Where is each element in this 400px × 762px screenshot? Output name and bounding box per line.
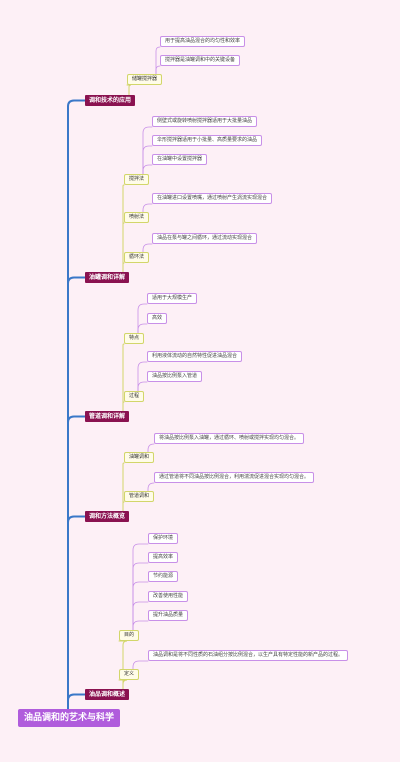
branch-connector-4-1 [118,679,128,690]
leaf-save-energy: 节约能源 [148,571,179,582]
leaf-connector-3-0-0 [147,443,155,453]
branch-connector-1-0 [122,184,125,273]
branch-connector-4-0 [118,640,128,690]
section-tech-application: 调和技术的应用 [85,95,136,106]
section-tank-blending: 油罐调和详解 [85,272,130,283]
leaf-tank-method-desc: 将油品按比例泵入油罐，通过循环、喷射或搅拌实现均匀混合。 [154,433,305,444]
leaf-connector-0-0-1 [155,65,161,75]
trunk-connector-1 [67,276,86,710]
section-blending-overview: 油品调和概述 [85,689,130,700]
branch-stirring-method: 搅拌法 [124,174,150,185]
leaf-pipeline-method-desc: 通过管道将不同油品按比例混合，利用湍流促进混合实现均匀混合。 [154,472,315,483]
branch-circulation-method: 循环法 [124,252,150,263]
trunk-connector-0 [67,99,86,710]
leaf-agitator-uniformity: 用于提高油品混合的均匀性和效率 [160,36,246,47]
leaf-protect-environment: 保护环境 [148,533,179,544]
trunk-connector-3 [67,515,86,710]
leaf-connector-4-0-4 [132,620,149,631]
leaf-umbrella-agitator: 伞形搅拌器适用于小批量、高质量要求的油品 [152,135,263,146]
branch-connector-3-1 [122,501,125,512]
branch-connector-2-0 [122,343,125,412]
leaf-large-scale: 适用于大规模生产 [147,293,198,304]
branch-connector-1-1 [122,222,125,273]
branch-pipeline-method: 管道调和 [124,491,155,502]
leaf-connector-1-2-0 [142,243,153,253]
branch-jet-method: 喷射法 [124,212,150,223]
branch-purpose: 目的 [119,630,140,641]
leaf-natural-flow: 利用液体流动的自然特性促进油品混合 [147,351,243,362]
trunk-connector-4 [67,693,86,710]
leaf-connector-1-0-2 [142,164,153,175]
section-pipeline-blending: 管道调和详解 [85,411,130,422]
leaf-connector-4-0-1 [132,562,149,631]
branch-process: 过程 [124,391,145,402]
leaf-connector-1-0-0 [142,126,153,175]
leaf-agitator-key-device: 搅拌器是油罐调和中的关键设备 [160,55,241,66]
leaf-improve-quality: 提升油品质量 [148,610,189,621]
leaf-connector-2-1-0 [137,361,148,392]
leaf-definition-text: 油品调和是将不同性质的石油组分按比例混合，以生产具有特定性能的新产品的过程。 [148,650,349,661]
branch-connector-1-2 [122,262,125,273]
branch-features: 特点 [124,333,145,344]
leaf-improve-performance: 改善使用性能 [148,591,189,602]
leaf-improve-efficiency: 提高效率 [148,552,179,563]
leaf-connector-4-0-0 [132,543,149,631]
branch-definition: 定义 [119,669,140,680]
leaf-install-agitator: 在油罐中设置搅拌器 [152,154,208,165]
branch-tank-method: 油罐调和 [124,452,155,463]
leaf-connector-2-0-0 [137,303,148,334]
leaf-connector-1-1-0 [142,203,153,213]
branch-connector-0-0 [126,84,132,96]
branch-connector-3-0 [122,462,125,512]
section-methods-overview: 调和方法概览 [85,511,130,522]
leaf-connector-2-0-1 [137,323,148,334]
leaf-jet-nozzle: 在油罐进口设置喷嘴，通过喷射产生涡流实现混合 [152,193,273,204]
leaf-connector-2-1-1 [137,381,148,392]
leaf-connector-4-1-0 [132,660,149,670]
trunk-connector-2 [67,415,86,710]
leaf-pump-circulation: 油品在泵与罐之间循环，通过流动实现混合 [152,233,258,244]
leaf-connector-4-0-3 [132,601,149,631]
leaf-connector-3-1-0 [147,482,155,492]
branch-tank-agitator: 储罐搅拌器 [127,74,163,85]
leaf-connector-1-0-1 [142,145,153,175]
root-node: 油品调和的艺术与科学 [18,709,121,727]
leaf-side-jet-agitator: 侧壁式或旋转喷射搅拌器适用于大批量油品 [152,116,258,127]
leaf-pump-into-pipe: 油品按比例泵入管道 [147,371,203,382]
leaf-connector-0-0-0 [155,46,161,75]
branch-connector-2-1 [122,401,125,412]
leaf-connector-4-0-2 [132,581,149,631]
leaf-efficient: 高效 [147,313,168,324]
